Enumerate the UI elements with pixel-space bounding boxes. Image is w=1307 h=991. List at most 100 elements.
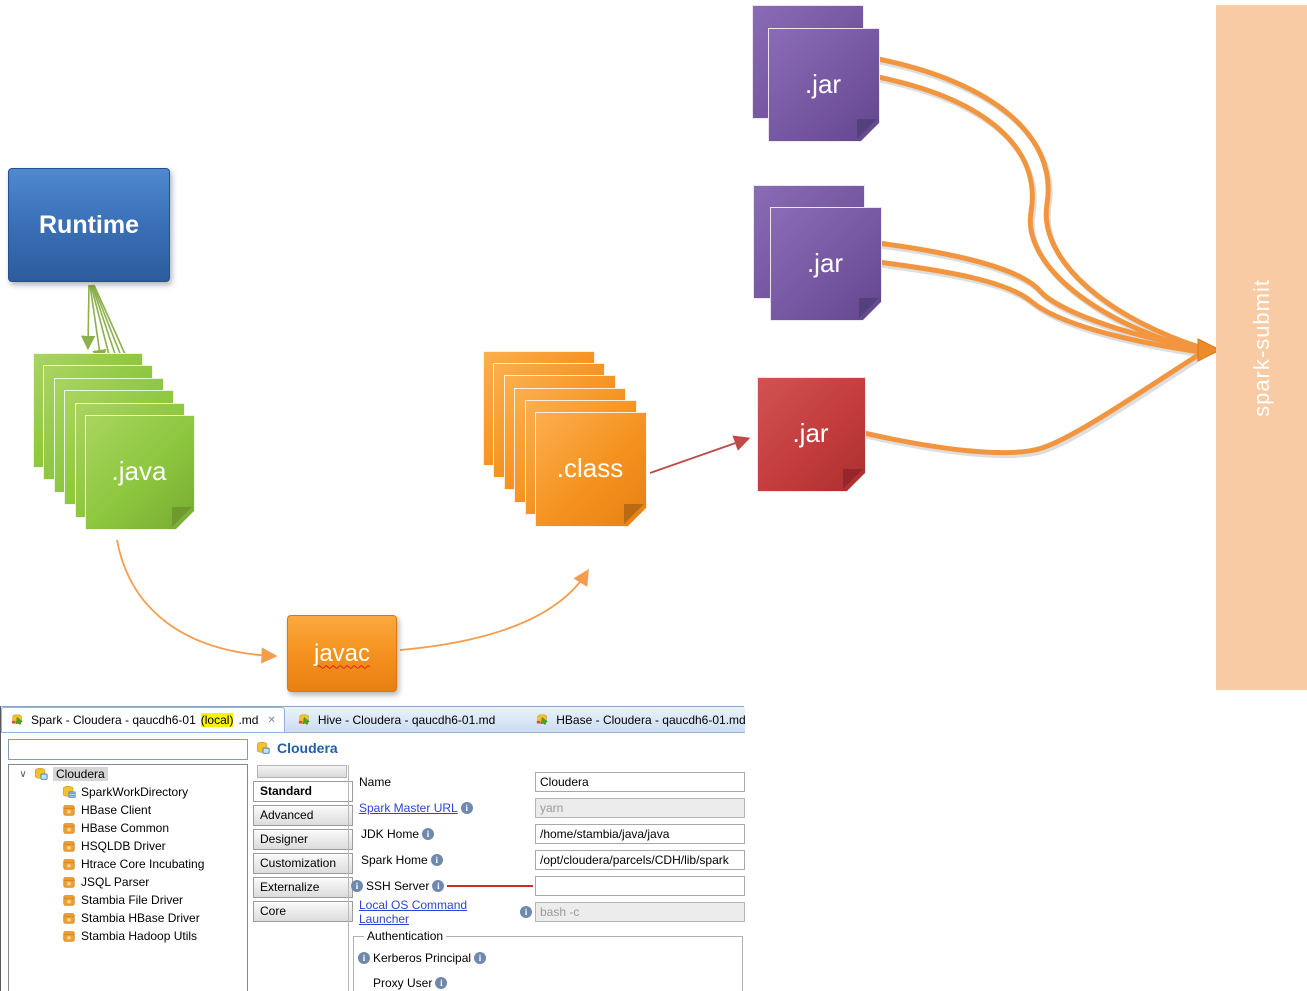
spark-submit-arrowhead — [1197, 338, 1222, 362]
tree-panel: ∨ Cloudera SparkWorkDirecto — [1, 733, 249, 991]
package-icon — [63, 823, 75, 834]
package-icon — [63, 931, 75, 942]
tree-item-label: Htrace Core Incubating — [81, 857, 205, 871]
tree-root-label: Cloudera — [53, 767, 108, 781]
props-tab-designer[interactable]: Designer — [253, 829, 353, 850]
tree-item-hbase-common[interactable]: HBase Common — [9, 819, 247, 837]
spark-master-url-input — [535, 798, 745, 818]
tab-hbase-cloudera[interactable]: HBase - Cloudera - qaucdh6-01.md — [527, 707, 753, 732]
props-tab-core[interactable]: Core — [253, 901, 353, 922]
props-tab-customization[interactable]: Customization — [253, 853, 353, 874]
database-table-icon — [63, 786, 76, 798]
metadata-file-icon — [11, 714, 23, 725]
tree-item-jsql-parser[interactable]: JSQL Parser — [9, 873, 247, 891]
field-row-proxy-user: Proxy User i — [358, 970, 742, 991]
authentication-group: Authentication i Kerberos Principal i Pr… — [353, 929, 743, 991]
field-row-spark-master-url: Spark Master URL i — [351, 795, 745, 821]
tab-hive-cloudera[interactable]: Hive - Cloudera - qaucdh6-01.md — [289, 707, 503, 732]
ssh-server-input[interactable] — [535, 876, 745, 896]
spark-home-input[interactable] — [535, 850, 745, 870]
props-tab-standard[interactable]: Standard — [253, 781, 353, 802]
field-label: JDK Home — [361, 827, 420, 841]
tree-root-cloudera[interactable]: ∨ Cloudera — [9, 765, 247, 783]
field-row-spark-home: Spark Home i — [351, 847, 745, 873]
tab-label-suffix: .md — [238, 713, 259, 727]
local-os-command-launcher-link[interactable]: Local OS Command Launcher — [359, 898, 468, 926]
runtime-node: Runtime — [8, 168, 170, 282]
tab-close-icon[interactable]: ✕ — [267, 714, 276, 726]
field-row-jdk-home: JDK Home i — [351, 821, 745, 847]
tree-item-hbase-client[interactable]: HBase Client — [9, 801, 247, 819]
field-label: SSH Server — [366, 879, 430, 893]
name-input[interactable] — [535, 772, 745, 792]
tab-label: Hive - Cloudera - qaucdh6-01.md — [317, 712, 496, 727]
metadata-tree: ∨ Cloudera SparkWorkDirecto — [8, 764, 248, 991]
metadata-file-icon — [298, 713, 310, 725]
props-tab-advanced[interactable]: Advanced — [253, 805, 353, 826]
tree-item-label: Stambia HBase Driver — [81, 911, 200, 925]
tree-filter-input[interactable] — [8, 739, 248, 760]
diagram-connectors — [80, 56, 1222, 664]
properties-title: Cloudera — [277, 740, 338, 756]
tree-item-stambia-hbase-driver[interactable]: Stambia HBase Driver — [9, 909, 247, 927]
tree-item-htrace-core-incubating[interactable]: Htrace Core Incubating — [9, 855, 247, 873]
tab-label: HBase - Cloudera - qaucdh6-01.md — [556, 712, 746, 727]
class-to-jar-arrow — [649, 435, 751, 474]
info-icon[interactable]: i — [435, 976, 448, 989]
editor-tabbar: Spark - Cloudera - qaucdh6-01 (local) .md… — [1, 707, 746, 733]
rail-separator — [348, 765, 349, 991]
tab-label-prefix: Spark - Cloudera - qaucdh6-01 — [31, 713, 196, 727]
javac-node: javac — [287, 615, 397, 692]
info-icon[interactable]: i — [351, 880, 363, 892]
properties-header: Cloudera — [251, 733, 745, 763]
info-icon[interactable]: i — [430, 854, 443, 866]
field-row-kerberos-principal: i Kerberos Principal i — [358, 945, 742, 970]
tree-item-label: Stambia Hadoop Utils — [81, 929, 198, 943]
package-icon — [63, 859, 75, 870]
rail-cap — [257, 765, 347, 778]
spark-master-url-link[interactable]: Spark Master URL — [359, 801, 458, 815]
info-icon[interactable]: i — [520, 906, 532, 918]
info-icon[interactable]: i — [422, 828, 435, 840]
tab-label-highlight: (local) — [200, 713, 234, 727]
local-os-command-launcher-input — [535, 902, 745, 922]
tree-item-label: SparkWorkDirectory — [81, 785, 189, 799]
package-icon — [63, 913, 75, 924]
spark-submit-label: spark-submit — [1248, 278, 1274, 417]
tab-spark-cloudera[interactable]: Spark - Cloudera - qaucdh6-01 (local) .md… — [1, 707, 285, 732]
javac-label: javac — [313, 639, 371, 667]
properties-form: Name Spark Master URL i JDK Home i — [351, 769, 745, 991]
field-row-ssh-server: i SSH Server i — [351, 873, 745, 899]
field-label: Kerberos Principal — [373, 950, 472, 965]
compile-flow-arrows — [116, 539, 589, 664]
annotation-red-line — [447, 885, 533, 887]
field-row-name: Name — [351, 769, 745, 795]
chevron-down-icon[interactable]: ∨ — [19, 768, 27, 780]
authentication-legend: Authentication — [367, 929, 444, 943]
tree-item-label: Stambia File Driver — [81, 893, 184, 907]
package-icon — [63, 877, 75, 888]
props-tab-externalize[interactable]: Externalize — [253, 877, 353, 898]
jar-to-spark-curves — [861, 56, 1205, 456]
field-label: Name — [359, 775, 392, 789]
package-icon — [63, 805, 75, 816]
info-icon[interactable]: i — [432, 880, 445, 892]
tree-item-label: HSQLDB Driver — [81, 839, 166, 853]
jdk-home-input[interactable] — [535, 824, 745, 844]
runtime-label: Runtime — [39, 210, 139, 239]
tree-item-sparkworkdirectory[interactable]: SparkWorkDirectory — [9, 783, 247, 801]
info-icon[interactable]: i — [460, 802, 473, 814]
info-icon[interactable]: i — [474, 951, 487, 964]
spark-submit-bar: spark-submit — [1216, 5, 1307, 690]
tree-item-stambia-file-driver[interactable]: Stambia File Driver — [9, 891, 247, 909]
curve-shadows — [865, 59, 1205, 459]
tree-item-hsqldb-driver[interactable]: HSQLDB Driver — [9, 837, 247, 855]
info-icon[interactable]: i — [358, 951, 370, 964]
field-row-local-os-command-launcher: Local OS Command Launcher i — [351, 898, 745, 926]
ide-window: Spark - Cloudera - qaucdh6-01 (local) .md… — [0, 706, 746, 991]
package-icon — [63, 895, 75, 906]
tree-item-label: HBase Common — [81, 821, 170, 835]
package-icon — [63, 841, 75, 852]
tree-item-stambia-hadoop-utils[interactable]: Stambia Hadoop Utils — [9, 927, 247, 945]
